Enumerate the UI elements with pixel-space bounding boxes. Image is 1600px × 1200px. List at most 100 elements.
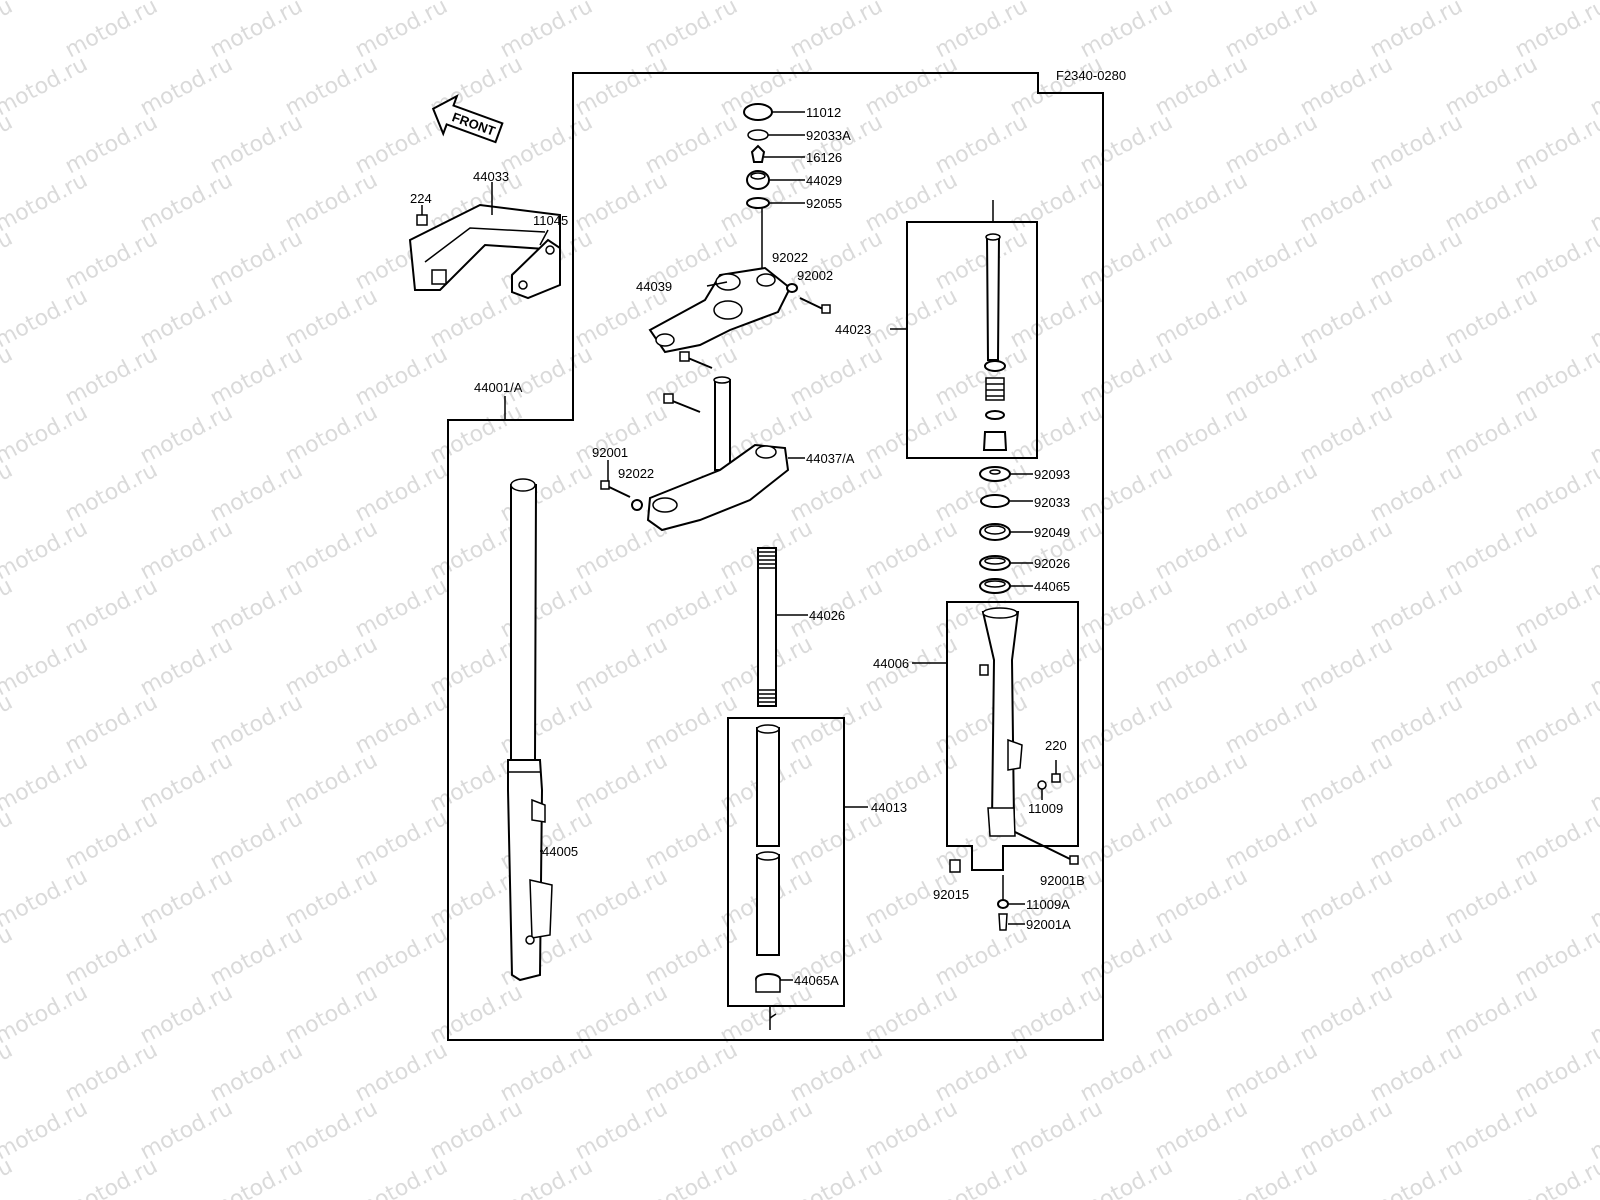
watermark-text: motod.ru [1151, 168, 1252, 237]
watermark-text: motod.ru [0, 0, 92, 5]
watermark-text: motod.ru [0, 632, 92, 701]
part-92026: 92026 [1034, 556, 1070, 571]
watermark-text: motod.ru [1511, 922, 1600, 991]
box-44023 [890, 200, 1038, 459]
watermark-text: motod.ru [0, 168, 92, 237]
watermark-text: motod.ru [1006, 980, 1107, 1049]
watermark-text: motod.ru [281, 284, 382, 353]
watermark-text: motod.ru [426, 1096, 527, 1165]
watermark-text: motod.ru [1441, 52, 1542, 121]
watermark-text: motod.ru [281, 52, 382, 121]
watermark-text: motod.ru [1151, 748, 1252, 817]
seal-92049 [979, 523, 1033, 541]
watermark-text: motod.ru [61, 1154, 162, 1200]
watermark-text: motod.ru [0, 458, 17, 527]
watermark-text: motod.ru [1511, 1154, 1600, 1200]
watermark-text: motod.ru [426, 400, 527, 469]
oring-92033A [747, 129, 805, 141]
watermark-text: motod.ru [1511, 110, 1600, 179]
watermark-text: motod.ru [136, 1096, 237, 1165]
watermark-text: motod.ru [1151, 864, 1252, 933]
watermark-text: motod.ru [136, 400, 237, 469]
watermark-text: motod.ru [136, 864, 237, 933]
watermark-text: motod.ru [1296, 516, 1397, 585]
part-44029: 44029 [806, 173, 842, 188]
bolt-92001B [1014, 831, 1079, 865]
watermark-text: motod.ru [1151, 52, 1252, 121]
watermark-text: motod.ru [571, 980, 672, 1049]
watermark-text: motod.ru [136, 284, 237, 353]
watermark-text: motod.ru [1076, 1154, 1177, 1200]
watermark-text: motod.ru [861, 980, 962, 1049]
part-220: 220 [1045, 738, 1067, 753]
washer-92026 [979, 555, 1033, 571]
watermark-text: motod.ru [571, 632, 672, 701]
watermark-text: motod.ru [931, 1154, 1032, 1200]
ring-92033 [980, 494, 1033, 508]
watermark-text: motod.ru [571, 52, 672, 121]
watermark-text: motod.ru [1296, 632, 1397, 701]
watermark-text: motod.ru [1441, 748, 1542, 817]
watermark-text: motod.ru [716, 1096, 817, 1165]
watermark-text: motod.ru [861, 52, 962, 121]
watermark-text: motod.ru [1296, 400, 1397, 469]
watermark-text: motod.ru [861, 284, 962, 353]
watermark-text: motod.ru [1441, 400, 1542, 469]
watermark-text: motod.ru [1006, 284, 1107, 353]
watermark-text: motod.ru [426, 284, 527, 353]
part-44065: 44065 [1034, 579, 1070, 594]
watermark-text: motod.ru [1296, 748, 1397, 817]
part-92001B: 92001B [1040, 873, 1085, 888]
part-11009: 11009 [1028, 801, 1063, 816]
watermark-text: motod.ru [0, 574, 17, 643]
watermark-text: motod.ru [0, 400, 92, 469]
part-92093: 92093 [1034, 467, 1070, 482]
watermark-text: motod.ru [1441, 516, 1542, 585]
watermark-text: motod.ru [1151, 284, 1252, 353]
bolt-92001 [600, 460, 631, 498]
bolt-220 [1051, 760, 1061, 783]
watermark-text: motod.ru [0, 52, 92, 121]
valve-16126 [750, 144, 805, 163]
part-92015: 92015 [933, 887, 969, 902]
nut-44029 [746, 170, 805, 190]
watermark-text: motod.ru [0, 864, 92, 933]
watermark-text: motod.ru [0, 980, 92, 1049]
seal-92093 [979, 466, 1033, 482]
bolt-92002 [679, 297, 831, 369]
watermark-text: motod.ru [281, 400, 382, 469]
watermark-text: motod.ru [1296, 52, 1397, 121]
watermark-text: motod.ru [281, 516, 382, 585]
watermark-text: motod.ru [0, 516, 92, 585]
watermark-text: motod.ru [136, 168, 237, 237]
watermark-text: motod.ru [1151, 980, 1252, 1049]
part-11012: 11012 [806, 105, 841, 120]
watermark-text: motod.ru [136, 52, 237, 121]
plug-92015 [949, 859, 961, 873]
watermark-text: motod.ru [1511, 574, 1600, 643]
watermark-text: motod.ru [0, 226, 17, 295]
bolt-92001A [998, 913, 1025, 931]
part-92033A: 92033A [806, 128, 851, 143]
box-44006 [912, 601, 1079, 871]
washer-11009A [997, 875, 1025, 909]
watermark-text: motod.ru [1221, 1154, 1322, 1200]
watermark-text: motod.ru [1511, 342, 1600, 411]
watermark-text: motod.ru [1511, 806, 1600, 875]
watermark-text: motod.ru [1151, 1096, 1252, 1165]
watermark-text: motod.ru [0, 806, 17, 875]
watermark-text: motod.ru [571, 748, 672, 817]
watermark-text: motod.ru [281, 1096, 382, 1165]
watermark-text: motod.ru [0, 1154, 17, 1200]
part-16126: 16126 [806, 150, 842, 165]
watermark-text: motod.ru [1296, 1096, 1397, 1165]
part-44006: 44006 [873, 656, 909, 671]
watermark-text: motod.ru [861, 168, 962, 237]
watermark-text: motod.ru [571, 864, 672, 933]
watermark-text: motod.ru [136, 516, 237, 585]
watermark-text: motod.ru [1296, 980, 1397, 1049]
watermark-text: motod.ru [0, 748, 92, 817]
box-44013 [727, 717, 868, 1030]
bolt-224 [416, 205, 428, 226]
watermark-text: motod.ru [0, 1038, 17, 1107]
